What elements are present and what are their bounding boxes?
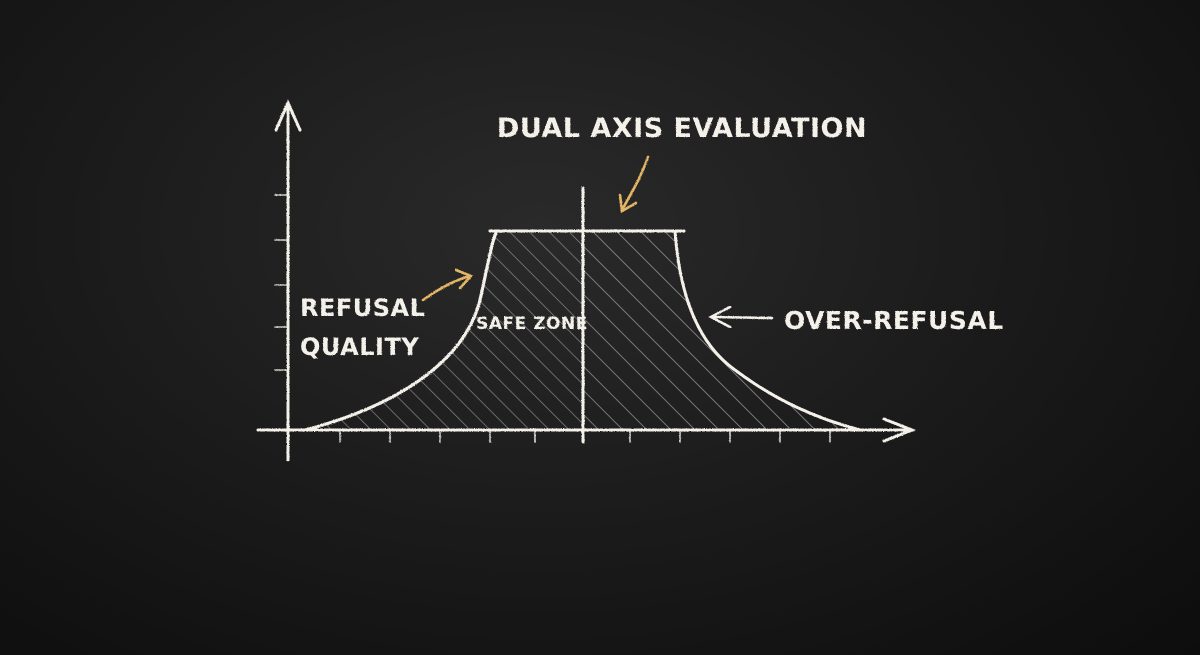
over-refusal-fill	[583, 231, 855, 430]
x-axis-arrowhead	[882, 417, 917, 443]
over-refusal-label: OVER-REFUSAL	[784, 306, 1004, 335]
y-axis-ticks	[274, 194, 289, 371]
y-axis-arrowhead	[274, 99, 302, 132]
y-axis-label-line2: QUALITY	[300, 333, 419, 361]
x-axis-ticks	[339, 429, 831, 443]
safe-zone-fill	[310, 231, 583, 430]
safe-zone-label: SAFE ZONE	[476, 314, 588, 334]
title-pointer-arrow	[618, 155, 650, 214]
diagram-title: DUAL AXIS EVALUATION	[497, 113, 867, 144]
curve-pointer-arrow	[421, 268, 474, 302]
left-curve	[303, 229, 499, 432]
y-axis-label-line1: REFUSAL	[300, 294, 425, 322]
over-refusal-arrow	[708, 305, 774, 329]
right-curve	[673, 229, 862, 432]
